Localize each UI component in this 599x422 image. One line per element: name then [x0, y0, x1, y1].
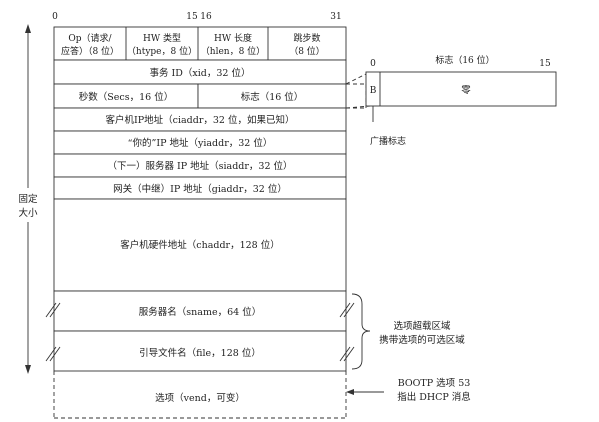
- hops-field-line2: （8 位）: [289, 45, 325, 57]
- break-marks: [45, 302, 355, 362]
- header-row: Op（请求/ 应答）（8 位） HW 类型 （htype，8 位） HW 长度 …: [53, 26, 347, 61]
- bit-label-0: 0: [52, 12, 58, 22]
- bit-label-16: 16: [200, 12, 212, 22]
- overload-brace: [351, 293, 371, 370]
- vend-field: [53, 371, 347, 419]
- hlen-field-line2: （hlen，8 位）: [201, 45, 265, 57]
- hlen-field-line1: HW 长度: [214, 32, 252, 44]
- bootp-note-line1: BOOTP 选项 53: [398, 377, 471, 389]
- htype-field-line2: （htype，8 位）: [127, 45, 197, 57]
- op-field-line1: Op（请求/: [68, 32, 112, 44]
- flags-label: 标志（16 位）: [241, 91, 304, 103]
- secs-label: 秒数（Secs，16 位）: [79, 91, 173, 103]
- fixed-size-label-line1: 固定: [18, 193, 38, 205]
- overload-note-line2: 携带选项的可选区域: [379, 334, 465, 346]
- broadcast-flag-caption: 广播标志: [370, 135, 406, 147]
- fixed-size-label-line2: 大小: [18, 207, 38, 219]
- broadcast-bit-label: B: [370, 86, 377, 96]
- op-field-line2: 应答）（8 位）: [61, 45, 119, 57]
- flags-detail: [345, 71, 557, 122]
- bit-label-31: 31: [330, 12, 341, 22]
- giaddr-label: 网关（中继）IP 地址（giaddr，32 位）: [113, 183, 287, 195]
- chaddr-field: [53, 198, 347, 292]
- yiaddr-label: “你的”IP 地址（yiaddr，32 位）: [128, 137, 273, 149]
- overload-note-line1: 选项超载区域: [393, 320, 451, 332]
- ciaddr-label: 客户机IP地址（ciaddr，32 位，如果已知）: [106, 114, 295, 126]
- bit-label-15: 15: [186, 12, 198, 22]
- vend-label: 选项（vend，可变）: [155, 392, 245, 404]
- flags-detail-title: 标志（16 位）: [435, 54, 494, 66]
- sname-label: 服务器名（sname，64 位）: [139, 306, 261, 318]
- hops-field-line1: 跳步数: [293, 32, 320, 44]
- siaddr-label: （下一）服务器 IP 地址（siaddr，32 位）: [107, 160, 292, 172]
- file-field: [53, 330, 347, 372]
- file-label: 引导文件名（file，128 位）: [139, 347, 261, 359]
- chaddr-label: 客户机硬件地址（chaddr，128 位）: [120, 239, 279, 251]
- flags-detail-bit15: 15: [539, 59, 551, 69]
- secs-field: [53, 83, 199, 109]
- xid-field: [53, 59, 347, 85]
- bootp-arrow: [346, 389, 384, 395]
- zero-bits-label: 零: [461, 85, 471, 96]
- bootp-note-line2: 指出 DHCP 消息: [397, 391, 471, 403]
- htype-field-line1: HW 类型: [143, 32, 181, 44]
- flags-detail-bit0: 0: [370, 59, 376, 69]
- xid-label: 事务 ID（xid，32 位）: [150, 67, 251, 79]
